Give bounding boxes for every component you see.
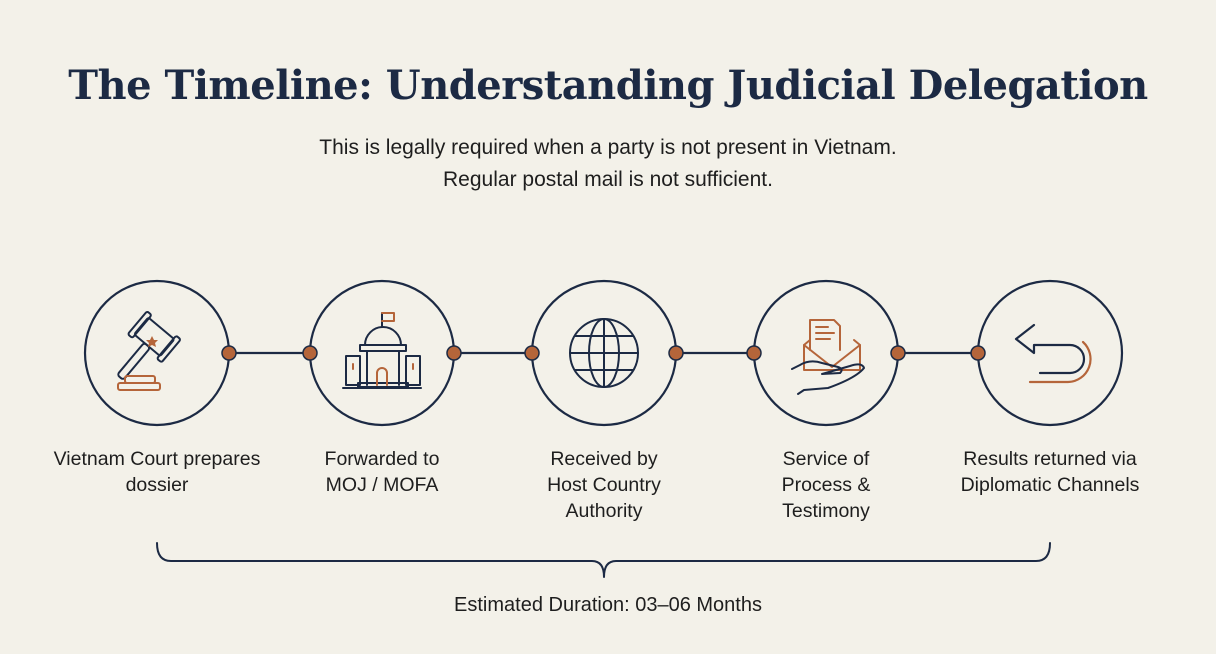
subtitle-line-1: This is legally required when a party is… (319, 136, 897, 159)
hand-envelope-icon (791, 319, 865, 395)
node-dot (890, 345, 906, 361)
node-dot (970, 345, 986, 361)
gavel-icon (117, 311, 181, 391)
step-label-5: Results returned via Diplomatic Channels (960, 448, 1140, 496)
node-dot (668, 345, 684, 361)
page-title: The Timeline: Understanding Judicial Del… (68, 62, 1148, 109)
node-dot (446, 345, 462, 361)
step-circle-4 (752, 279, 900, 427)
subtitle-line-2: Regular postal mail is not sufficient. (443, 168, 773, 191)
node-dot (524, 345, 540, 361)
node-dot (302, 345, 318, 361)
node-dot (746, 345, 762, 361)
step-circle-5 (976, 279, 1124, 427)
estimated-duration: Estimated Duration: 03–06 Months (454, 594, 762, 616)
return-arrow-icon (1014, 323, 1092, 384)
globe-icon (569, 318, 639, 388)
step-label-1: Vietnam Court prepares dossier (53, 448, 261, 496)
step-label-2: Forwarded to MOJ / MOFA (324, 448, 440, 496)
step-label-4: Service of Process & Testimony (781, 448, 871, 522)
government-building-icon (342, 312, 422, 389)
step-label-3: Received by Host Country Authority (547, 448, 661, 522)
step-circle-2 (308, 279, 456, 427)
node-dot (221, 345, 237, 361)
duration-brace (156, 542, 1051, 578)
